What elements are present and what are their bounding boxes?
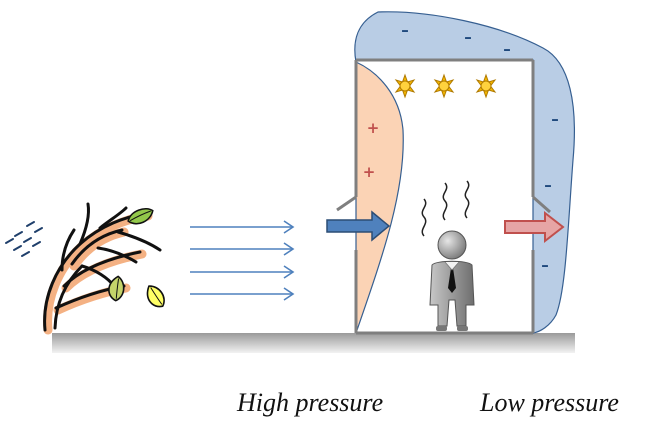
low-pressure-zone: [354, 11, 575, 334]
plus-sign: +: [367, 119, 380, 137]
leaf-icon: [108, 275, 125, 302]
rain-icon: [5, 221, 43, 257]
high-pressure-zone: [355, 61, 404, 334]
minus-sign: –: [544, 176, 552, 194]
sun-icon: [475, 73, 497, 99]
minus-sign: –: [464, 28, 472, 46]
wind-lines: [190, 220, 295, 301]
heat-wave-icon: [421, 180, 470, 237]
minus-sign: –: [503, 40, 511, 58]
minus-sign: –: [541, 256, 549, 274]
ground: [52, 333, 575, 353]
inflow-arrow: [326, 210, 391, 242]
leaf-icon: [127, 207, 154, 225]
plus-sign: +: [363, 163, 376, 181]
outflow-arrow: [504, 210, 565, 244]
tree-icon: [43, 202, 162, 335]
low-pressure-label: Low pressure: [480, 388, 619, 417]
high-pressure-label: High pressure: [237, 388, 384, 417]
minus-sign: –: [401, 21, 409, 39]
person-icon: [429, 230, 475, 331]
minus-sign: –: [551, 110, 559, 128]
building: [336, 58, 551, 335]
sun-icon: [394, 73, 416, 99]
sun-icon: [433, 73, 455, 99]
leaf-icon: [146, 285, 165, 308]
